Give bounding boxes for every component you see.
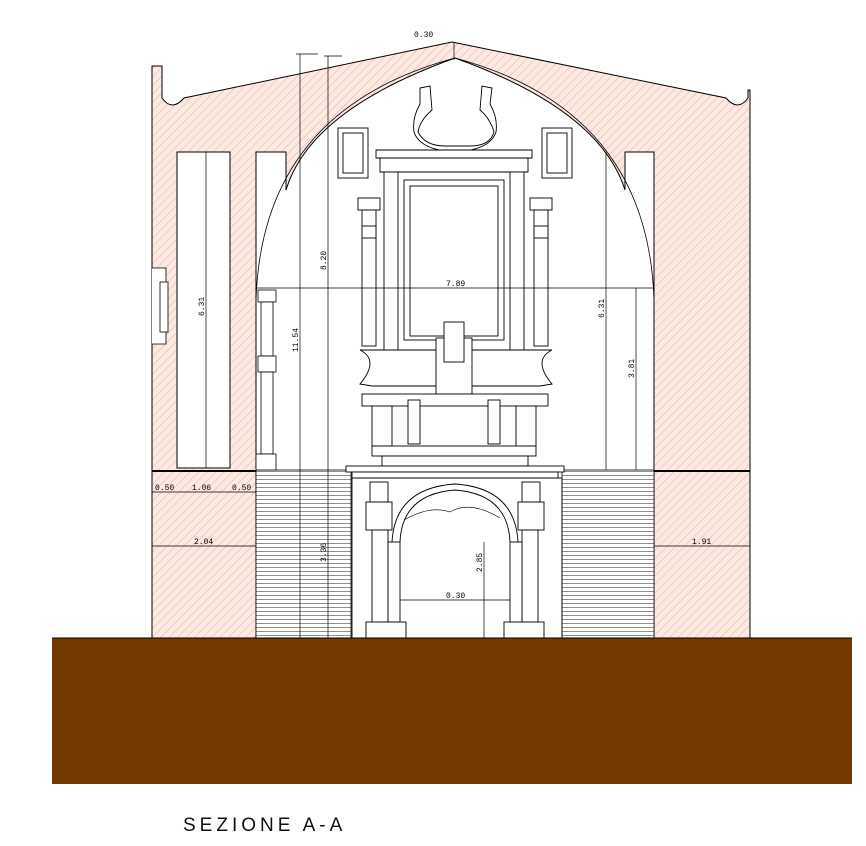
dim-right-wall-w: 1.91 — [692, 538, 711, 547]
left-courses — [255, 469, 352, 639]
dim-arch-height: 2.85 — [476, 553, 485, 572]
ground — [52, 638, 852, 784]
right-base-band — [654, 470, 750, 472]
left-base-band — [152, 470, 256, 472]
dim-altar-height: 8.20 — [320, 251, 329, 270]
left-window — [176, 151, 231, 469]
dim-top-thickness: 0.30 — [414, 31, 433, 40]
dim-left-window-h: 6.31 — [198, 297, 207, 316]
portal — [351, 477, 563, 639]
dim-pillar-a: 0.50 — [155, 484, 174, 493]
dim-lower-height: 3.36 — [320, 543, 329, 562]
dim-altar-span: 7.89 — [446, 280, 465, 289]
dimension-lines — [152, 42, 750, 638]
altarpiece — [337, 85, 573, 479]
vault-arch — [255, 57, 655, 301]
right-courses — [561, 469, 655, 639]
dim-pillar-c: 0.50 — [232, 484, 251, 493]
dim-right-inner-h: 3.81 — [628, 359, 637, 378]
dim-arch-width: 0.30 — [446, 592, 465, 601]
dim-left-wall-w: 2.04 — [194, 538, 213, 547]
dim-right-window-h: 6.31 — [598, 299, 607, 318]
dim-total-height: 11.54 — [292, 328, 301, 352]
dim-pillar-b: 1.06 — [192, 484, 211, 493]
section-title: SEZIONE A-A — [183, 815, 347, 836]
wall-section — [151, 41, 751, 639]
